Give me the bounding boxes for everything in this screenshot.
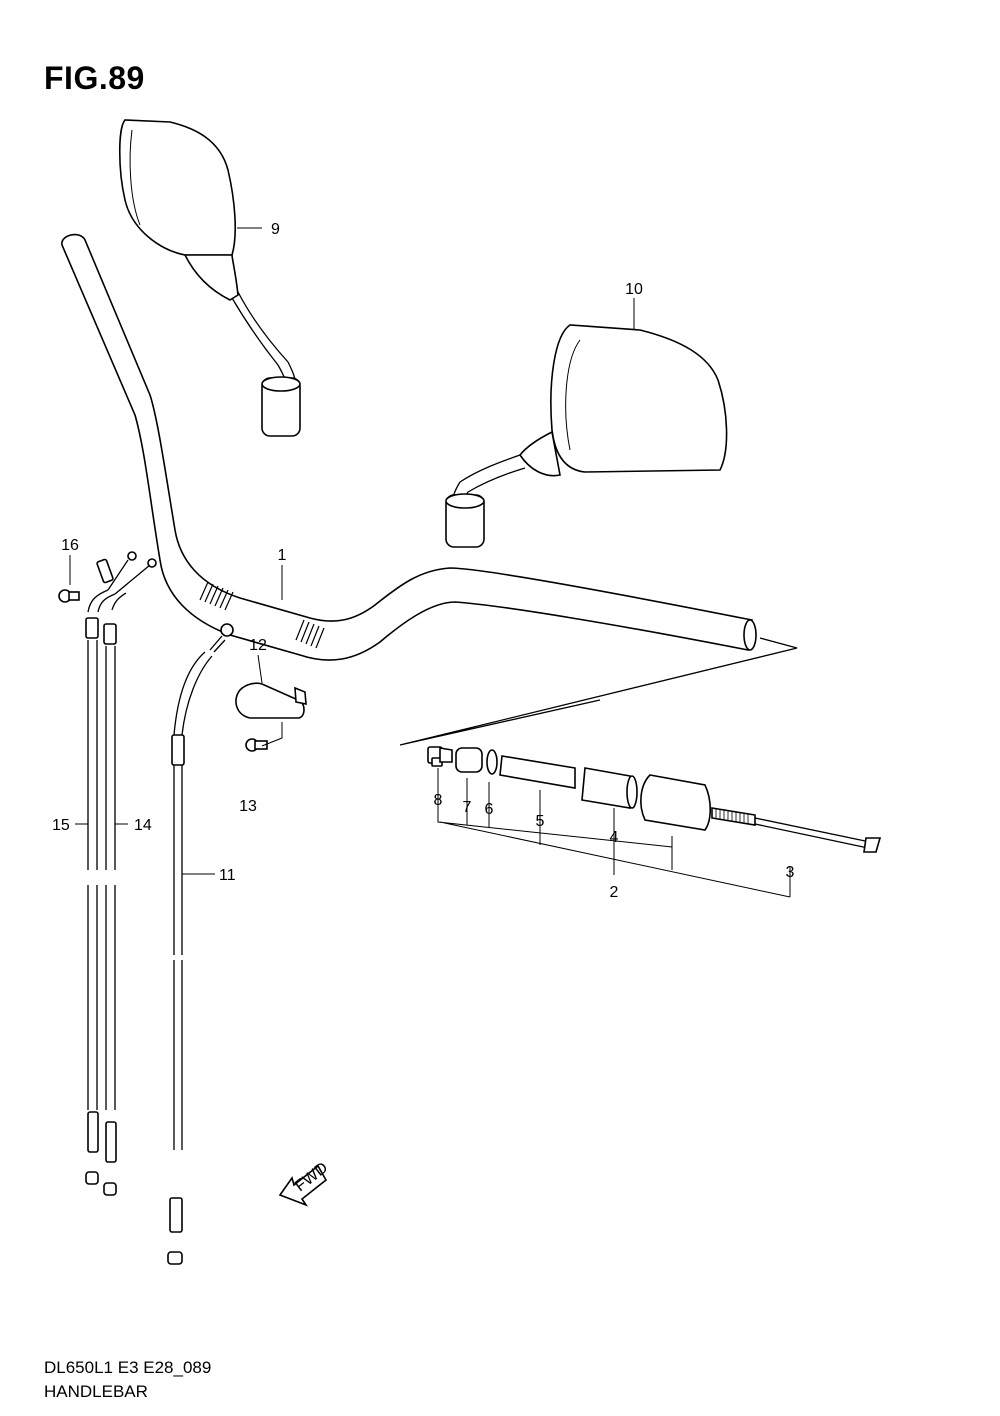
callout-9: 9 xyxy=(271,221,280,238)
callout-4: 4 xyxy=(610,829,619,846)
figure-title: FIG.89 xyxy=(44,60,145,96)
fwd-arrow-icon: FWD xyxy=(278,1159,331,1207)
left-mirror xyxy=(118,119,301,437)
part-7-spacer xyxy=(455,747,483,773)
handlebar xyxy=(61,233,757,661)
part-4-sleeve xyxy=(581,767,631,809)
bar-end-assembly xyxy=(399,637,882,898)
leader-lines xyxy=(237,227,635,600)
model-code: DL650L1 E3 E28_089 xyxy=(44,1358,212,1377)
callout-11: 11 xyxy=(219,867,236,884)
callout-6: 6 xyxy=(485,801,494,818)
footer: DL650L1 E3 E28_089 HANDLEBAR xyxy=(44,1356,211,1404)
callout-3: 3 xyxy=(786,864,795,881)
part-8-nut xyxy=(427,746,453,767)
part-3-screw xyxy=(711,807,882,853)
callout-8: 8 xyxy=(434,792,443,809)
callout-12: 12 xyxy=(249,637,267,654)
callout-1: 1 xyxy=(278,547,287,564)
section-name: HANDLEBAR xyxy=(44,1382,148,1401)
throttle-cables xyxy=(75,551,157,1196)
right-mirror xyxy=(445,324,728,548)
callout-7: 7 xyxy=(463,799,472,816)
part-2-bar-end-weight xyxy=(640,774,712,831)
callout-2: 2 xyxy=(610,884,619,901)
clutch-cable xyxy=(167,623,234,1265)
callout-labels: 1 2 3 4 5 6 7 8 9 10 11 12 13 14 15 16 xyxy=(52,221,795,901)
callout-14: 14 xyxy=(134,817,152,834)
callout-16: 16 xyxy=(61,537,79,554)
callout-13: 13 xyxy=(239,798,257,815)
cable-clamp xyxy=(58,555,307,752)
callout-10: 10 xyxy=(625,281,643,298)
part-6-washer xyxy=(486,749,498,775)
part-5-tube xyxy=(499,755,576,789)
callout-15: 15 xyxy=(52,817,70,834)
callout-5: 5 xyxy=(536,813,545,830)
